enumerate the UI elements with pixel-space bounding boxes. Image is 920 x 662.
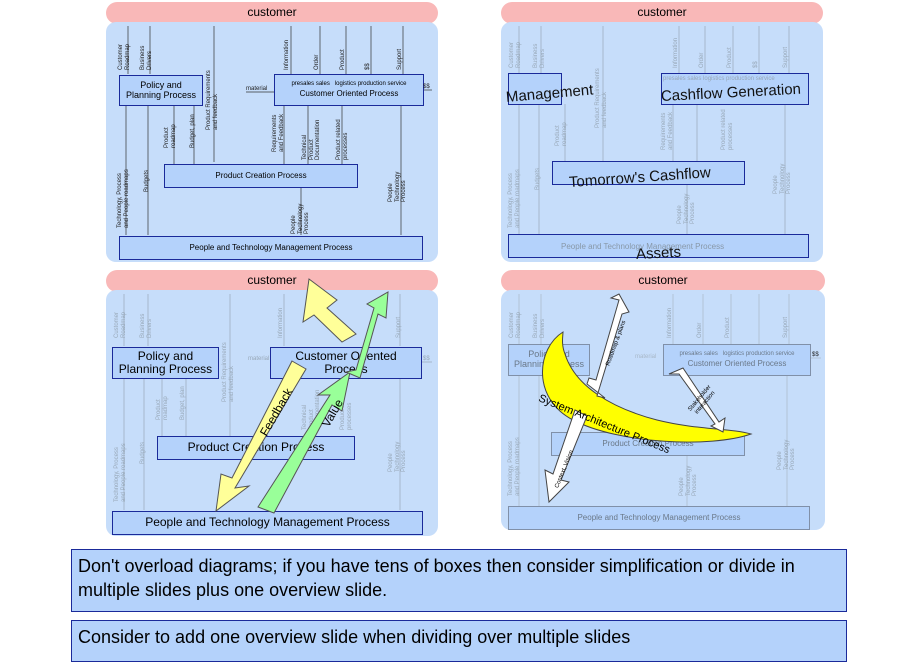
customer-oriented-subprocesses: presales sales logistics production serv… (679, 350, 795, 357)
people-technology-box: People and Technology Management Process (112, 511, 423, 535)
customer-oriented-box: presales sales logistics production serv… (663, 344, 811, 376)
customer-label: customer (638, 273, 688, 287)
flow-requirements-feedback: Requirements and Feedback (661, 111, 674, 150)
flow-people-tech-process-2: People Technology Process (677, 193, 696, 224)
customer-label: customer (247, 273, 297, 287)
flow-budgets: Budgets (535, 167, 541, 190)
customer-label: customer (247, 5, 297, 19)
customer-oriented-label: Customer Oriented Process (299, 89, 399, 99)
flow-people-tech-process: People Technology Process (773, 163, 792, 194)
customer-oriented-subprocesses: presales sales logistics production serv… (291, 80, 407, 87)
flow-arrows-faded (518, 26, 790, 235)
flow-material: material (248, 356, 270, 362)
flow-technical-docs: Technical Product Documentation (302, 119, 321, 160)
assets-label: Assets (635, 243, 682, 263)
flow-support: Support (783, 46, 789, 68)
flow-customer-roadmap: Customer Roadmap (118, 43, 131, 70)
flow-arrows (125, 26, 432, 235)
panel-body (501, 22, 823, 262)
flow-information: Information (673, 37, 679, 68)
policy-planning-box: Policy and Planning Process (112, 347, 219, 379)
flow-product: Product (340, 49, 346, 70)
flow-business-drivers: Business Drivers (140, 45, 153, 70)
flow-tech-roadmaps: Technology, Process and People roadmaps (508, 169, 521, 228)
system-architecture-banana (542, 331, 753, 443)
flow-people-tech-process: People Technology Process (388, 171, 407, 202)
roadmap-plans-arrow (586, 293, 630, 399)
flow-support: Support (397, 48, 403, 70)
flow-tech-roadmaps: Technology, Process and People roadmaps (117, 169, 130, 228)
flow-people-tech-process-2: People Technology Process (291, 203, 310, 234)
diagram-panel-architecture: customer Policy and Planning Process pre… (501, 270, 825, 532)
flow-budgets: Budgets (144, 169, 150, 192)
flow-money-out: $$ (423, 84, 430, 90)
flow-arrows-faded (123, 294, 432, 510)
customer-band: customer (106, 2, 438, 24)
guideline-note-overview: Consider to add one overview slide when … (71, 620, 847, 662)
flow-business-drivers: Business Drivers (533, 43, 546, 68)
flow-material: material (246, 86, 268, 92)
value-arrow-top (344, 291, 389, 379)
management-box (508, 73, 562, 105)
customer-label: customer (637, 5, 687, 19)
people-technology-box: People and Technology Management Process (508, 506, 810, 530)
cashflow-generation-box (661, 73, 809, 105)
flow-product-requirements: Product Requirements and feedback (595, 68, 608, 128)
flow-product-roadmap: Product roadmap (555, 122, 568, 146)
flow-product-roadmap: Product roadmap (164, 124, 177, 148)
stakeholder-interaction-arrow (668, 367, 726, 433)
people-tech-faded-label: People and Technology Management Process (561, 242, 725, 251)
guideline-note-overload: Don't overload diagrams; if you have ten… (71, 549, 847, 612)
customer-oriented-box: presales sales logistics production serv… (274, 74, 424, 106)
flow-product-requirements: Product Requirements and feedback (206, 70, 219, 130)
customer-band: customer (106, 270, 438, 292)
context-vision-arrow (544, 409, 588, 504)
flow-budget-plan: Budget, plan (190, 114, 196, 148)
flow-order: Order (699, 52, 705, 68)
flow-money-out: $$ (423, 356, 430, 362)
customer-band: customer (501, 2, 823, 24)
flow-requirements-feedback: Requirements and Feedback (272, 113, 285, 152)
feedback-arrow-top (302, 278, 357, 343)
diagram-panel-full: customer Policy and Planning Process pre… (106, 2, 438, 264)
flow-money: $$ (365, 63, 371, 70)
policy-planning-box: Policy and Planning Process (119, 75, 203, 106)
customer-band: customer (501, 270, 825, 292)
flow-money: $$ (753, 61, 759, 68)
flow-product: Product (727, 47, 733, 68)
diagram-panel-cashflow: customer presales sales logistics produc… (501, 2, 823, 264)
feedback-arrow (215, 360, 307, 513)
flow-order: Order (314, 54, 320, 70)
value-arrow (257, 370, 351, 514)
feedback-value-arrows (215, 278, 389, 514)
panel-body (106, 22, 438, 262)
people-technology-box: People and Technology Management Process (119, 236, 423, 260)
flow-material: material (635, 354, 657, 360)
diagram-panel-feedback-value: customer Policy and Planning Process Cus… (106, 270, 438, 538)
flow-customer-roadmap: Customer Roadmap (509, 41, 522, 68)
customer-oriented-subprocesses-faded: presales sales logistics production serv… (663, 76, 775, 82)
assets-box (508, 234, 809, 258)
flow-product-processes: Product related processes (721, 109, 734, 150)
flow-information: Information (284, 39, 290, 70)
flow-money-out: $$ (812, 352, 819, 358)
architecture-overlay (542, 293, 753, 504)
flow-arrows-faded (518, 294, 821, 506)
flow-product-processes: Product related processes (336, 119, 349, 160)
product-creation-box: Product Creation Process (164, 164, 358, 188)
customer-oriented-label: Customer Oriented Process (687, 359, 787, 369)
tomorrows-cashflow-box (552, 161, 745, 185)
